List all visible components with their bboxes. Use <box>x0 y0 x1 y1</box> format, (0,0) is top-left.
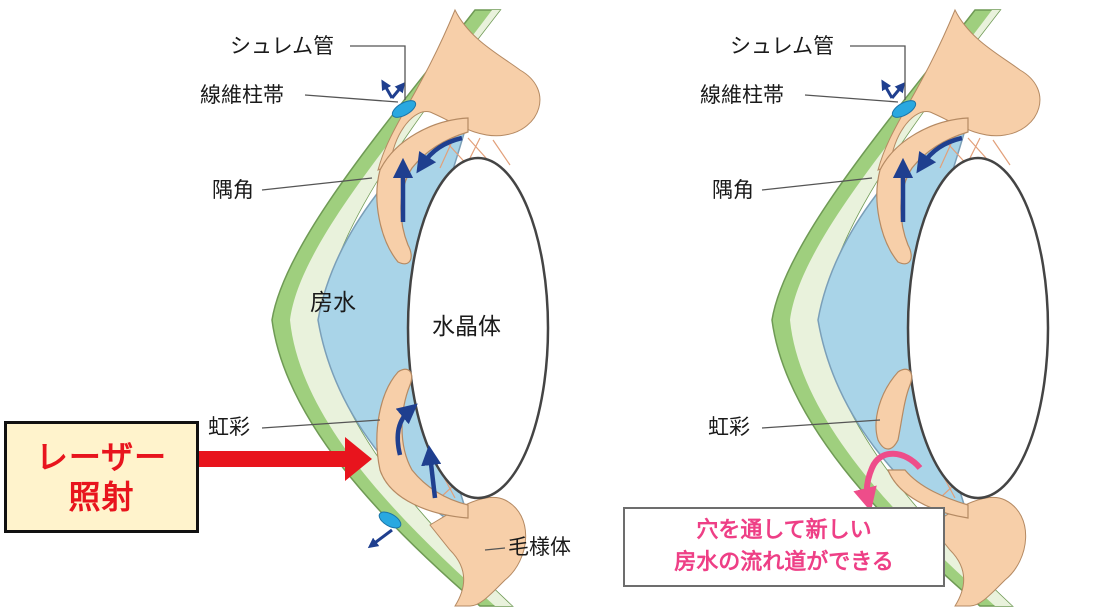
left-label-angle: 隅角 <box>212 178 254 202</box>
left-upper-meshwork <box>391 100 417 118</box>
laser-callout-line2: 照射 <box>68 478 135 516</box>
new-pathway-note: 穴を通して新しい 房水の流れ道ができる <box>623 507 945 587</box>
left-outflow-arrow-top <box>384 84 402 99</box>
left-label-aqueous-humor: 房水 <box>310 290 356 316</box>
right-new-flow-arrow <box>853 450 923 512</box>
note-line1: 穴を通して新しい <box>696 518 872 544</box>
right-eye-diagram <box>761 8 1050 608</box>
right-outflow-arrow-top <box>884 84 902 99</box>
left-leader-lines <box>261 45 506 551</box>
right-flow-arrow-upper-curve <box>916 135 963 174</box>
left-label-ciliary-body: 毛様体 <box>508 535 571 559</box>
right-label-schlemm-canal: シュレム管 <box>730 34 835 58</box>
left-flow-arrow-upper-curve <box>416 135 463 174</box>
right-label-iris: 虹彩 <box>708 415 750 439</box>
left-lower-meshwork <box>378 511 402 529</box>
left-outflow-arrow-bottom <box>367 528 393 549</box>
right-label-trabecular-meshwork: 線維柱帯 <box>700 83 784 107</box>
laser-arrow <box>199 437 372 481</box>
right-label-angle: 隅角 <box>712 178 754 202</box>
laser-irradiation-callout: レーザー 照射 <box>4 421 199 533</box>
left-flow-arrow-lower-curve <box>395 403 418 456</box>
left-label-schlemm-canal: シュレム管 <box>230 34 335 58</box>
right-lower-iris-stub <box>887 469 969 519</box>
right-leader-lines <box>761 45 906 429</box>
left-label-iris: 虹彩 <box>208 415 250 439</box>
right-upper-meshwork <box>891 100 917 118</box>
note-line2: 房水の流れ道ができる <box>674 550 894 575</box>
laser-callout-line1: レーザー <box>35 438 168 476</box>
left-label-trabecular-meshwork: 線維柱帯 <box>200 83 284 107</box>
left-flow-arrow-lower-up <box>421 444 442 499</box>
right-lower-iris <box>875 368 913 450</box>
left-label-lens: 水晶体 <box>432 314 501 340</box>
left-eye-diagram <box>261 8 550 608</box>
